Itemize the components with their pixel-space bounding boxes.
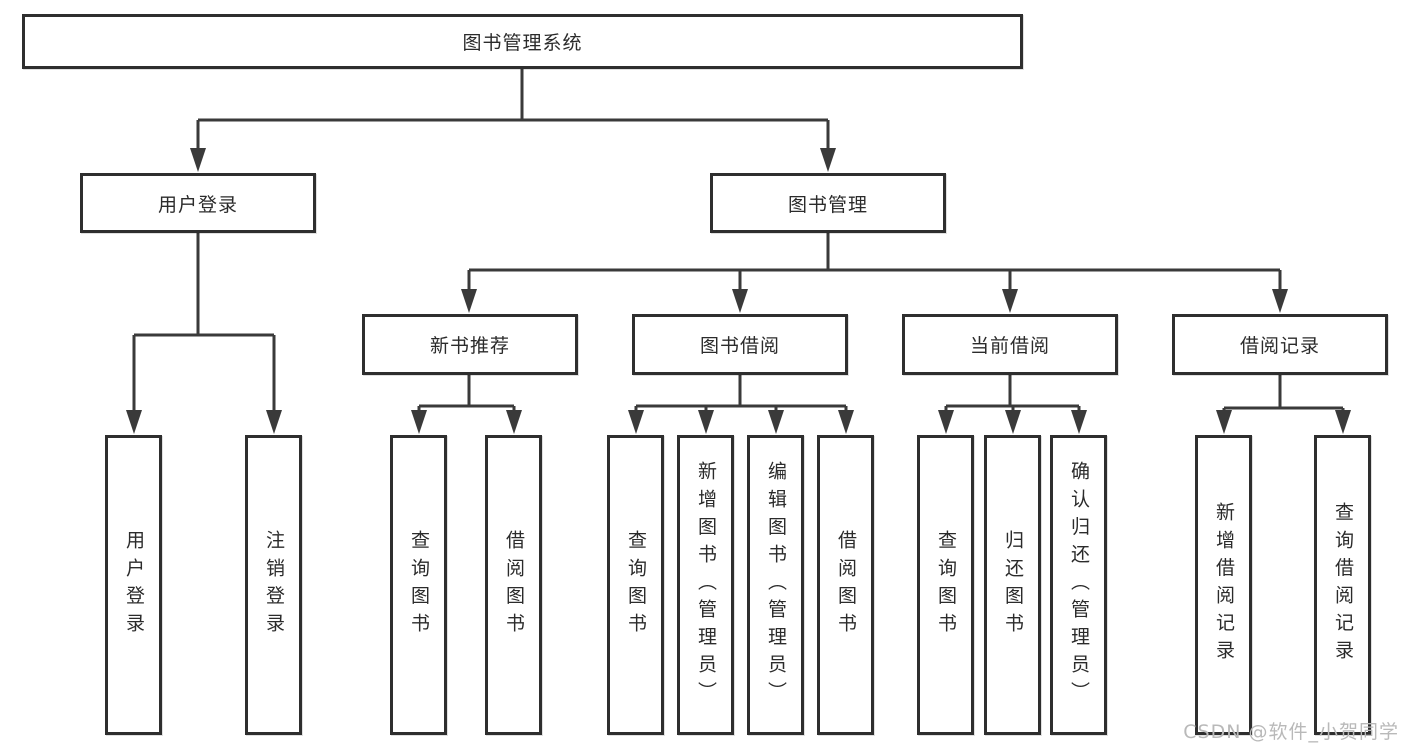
node-user-login: 用户登录	[80, 173, 316, 233]
leaf-current-confirm-return-admin: 确认归还（管理员）	[1050, 435, 1107, 735]
connector-bookmgmt-to-level3	[461, 233, 1288, 313]
node-book-management: 图书管理	[710, 173, 946, 233]
connector-records-to-leaves	[1216, 375, 1351, 434]
node-current-borrow: 当前借阅	[902, 314, 1118, 375]
node-borrow-records: 借阅记录	[1172, 314, 1388, 375]
connector-current-to-leaves	[938, 375, 1087, 434]
connector-root-to-level2	[190, 68, 836, 172]
connector-borrow-to-leaves	[628, 375, 854, 434]
leaf-logout: 注销登录	[245, 435, 302, 735]
connector-userlogin-to-leaves	[126, 233, 282, 434]
node-book-borrow: 图书借阅	[632, 314, 848, 375]
watermark: CSDN @软件_小贺同学	[1183, 721, 1399, 743]
leaf-borrow-edit-books-admin: 编辑图书（管理员）	[747, 435, 804, 735]
leaf-newbook-query-books: 查询图书	[390, 435, 447, 735]
leaf-current-query-books: 查询图书	[917, 435, 974, 735]
leaf-borrow-query-books: 查询图书	[607, 435, 664, 735]
node-new-book-recommend: 新书推荐	[362, 314, 578, 375]
leaf-records-query-record: 查询借阅记录	[1314, 435, 1371, 735]
leaf-current-return-books: 归还图书	[984, 435, 1041, 735]
leaf-newbook-borrow-books: 借阅图书	[485, 435, 542, 735]
leaf-user-login: 用户登录	[105, 435, 162, 735]
node-system-root: 图书管理系统	[22, 14, 1023, 69]
connector-newbook-to-leaves	[411, 375, 522, 434]
leaf-records-add-record: 新增借阅记录	[1195, 435, 1252, 735]
leaf-borrow-add-books-admin: 新增图书（管理员）	[677, 435, 734, 735]
leaf-borrow-borrow-books: 借阅图书	[817, 435, 874, 735]
